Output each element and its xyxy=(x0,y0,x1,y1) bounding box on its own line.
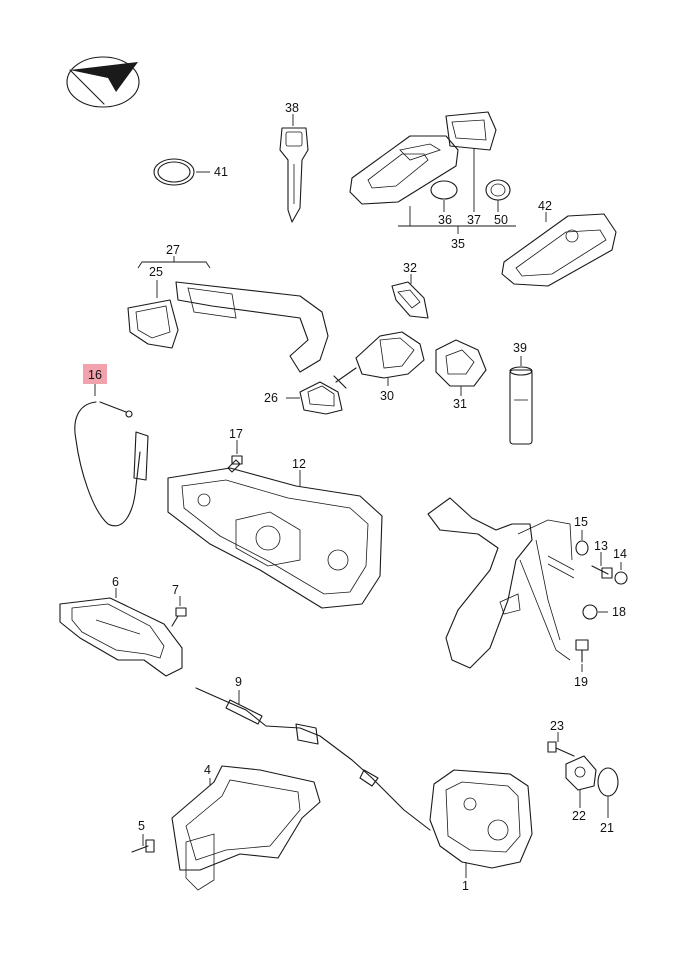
label-23[interactable]: 23 xyxy=(550,719,564,733)
label-16[interactable]: 16 xyxy=(88,368,102,382)
bracket-4: 4 xyxy=(171,763,321,891)
screw-7: 7 xyxy=(171,583,187,627)
label-32[interactable]: 32 xyxy=(403,261,417,275)
label-12[interactable]: 12 xyxy=(292,457,306,471)
door-frame xyxy=(427,497,575,669)
label-5[interactable]: 5 xyxy=(138,819,145,833)
label-26[interactable]: 26 xyxy=(264,391,278,405)
label-42[interactable]: 42 xyxy=(538,199,552,213)
gasket-26: 26 xyxy=(264,381,343,415)
label-4[interactable]: 4 xyxy=(204,763,211,777)
label-18[interactable]: 18 xyxy=(612,605,626,619)
screw-17: 17 xyxy=(227,427,243,473)
cap-32: 32 xyxy=(391,261,429,319)
label-50[interactable]: 50 xyxy=(494,213,508,227)
label-13[interactable]: 13 xyxy=(594,539,608,553)
label-30[interactable]: 30 xyxy=(380,389,394,403)
label-39[interactable]: 39 xyxy=(513,341,527,355)
label-15[interactable]: 15 xyxy=(574,515,588,529)
label-7[interactable]: 7 xyxy=(172,583,179,597)
inner-handle-6: 6 xyxy=(59,575,183,677)
label-25[interactable]: 25 xyxy=(149,265,163,279)
label-17[interactable]: 17 xyxy=(229,427,243,441)
label-41[interactable]: 41 xyxy=(214,165,228,179)
label-36[interactable]: 36 xyxy=(438,213,452,227)
cable-16: 16 xyxy=(74,364,149,527)
fasteners-13-19: 15 13 14 18 19 xyxy=(574,515,628,689)
highlight-box xyxy=(83,364,107,384)
rivet-5: 5 xyxy=(131,819,155,853)
label-27[interactable]: 27 xyxy=(166,243,180,257)
lock-cylinder-30: 30 xyxy=(333,331,425,403)
cable-9: 9 xyxy=(195,675,431,831)
handle-carrier-12: 12 xyxy=(167,457,383,609)
label-35[interactable]: 35 xyxy=(451,237,465,251)
o-ring-41: 41 xyxy=(153,158,228,186)
outer-handle-27: 27 25 xyxy=(127,243,329,373)
door-lock-1: 1 xyxy=(429,769,533,893)
label-14[interactable]: 14 xyxy=(613,547,627,561)
label-9[interactable]: 9 xyxy=(235,675,242,689)
label-6[interactable]: 6 xyxy=(112,575,119,589)
grease-tube-39: 39 xyxy=(509,341,533,445)
striker-parts-21-23: 23 22 21 xyxy=(547,719,619,835)
label-31[interactable]: 31 xyxy=(453,397,467,411)
direction-arrow-logo-icon xyxy=(66,56,140,108)
remote-key-35: 36 37 50 35 xyxy=(349,111,516,251)
bezel-31: 31 xyxy=(435,339,487,411)
label-22[interactable]: 22 xyxy=(572,809,586,823)
label-19[interactable]: 19 xyxy=(574,675,588,689)
key-blade-38: 38 xyxy=(279,101,309,223)
key-cover-42: 42 xyxy=(501,199,617,287)
label-21[interactable]: 21 xyxy=(600,821,614,835)
label-37[interactable]: 37 xyxy=(467,213,481,227)
label-1[interactable]: 1 xyxy=(462,879,469,893)
label-38[interactable]: 38 xyxy=(285,101,299,115)
